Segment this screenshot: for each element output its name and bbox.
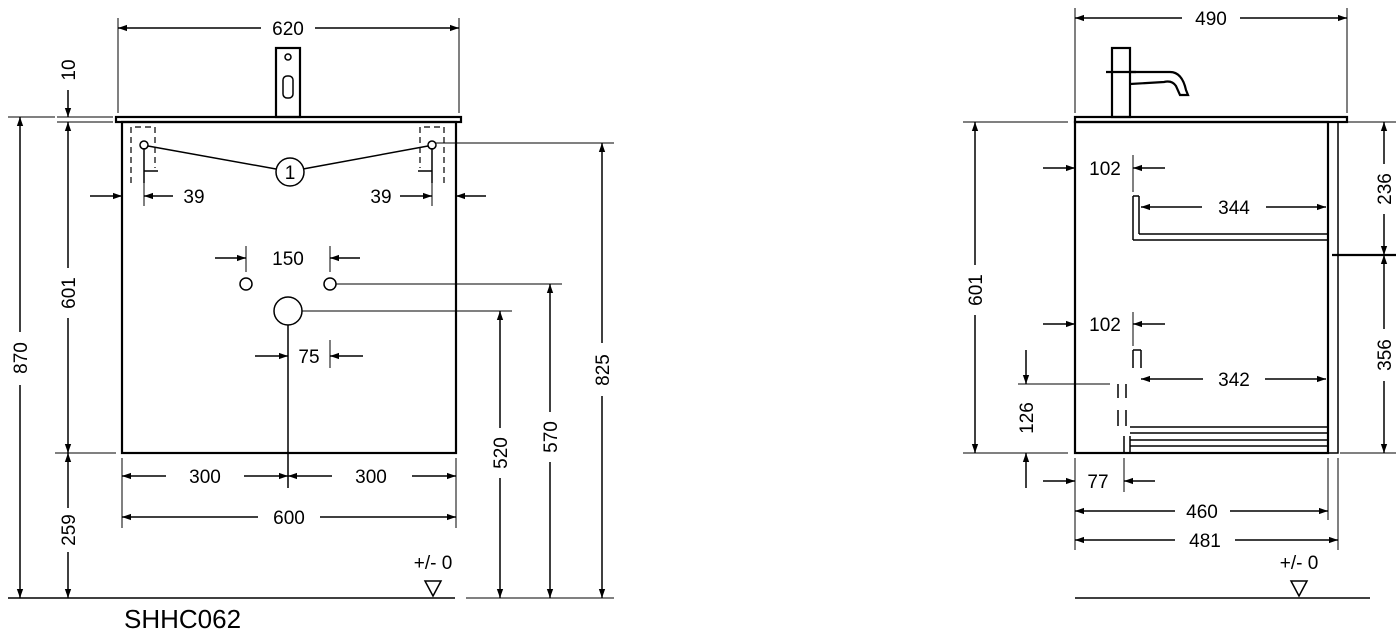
bracket-left-icon <box>130 126 158 183</box>
dim-top-thickness: 10 <box>59 59 80 80</box>
dim-body-depth: 460 <box>1186 502 1218 523</box>
dim-half-width-left: 300 <box>189 467 221 488</box>
callout-label: 1 <box>285 163 296 184</box>
dim-bracket-right: 39 <box>370 187 391 208</box>
side-front-panel <box>1327 121 1339 454</box>
dim-drain-height: 520 <box>491 437 512 469</box>
dim-drawer1-height: 236 <box>1375 173 1396 205</box>
faucet-front-icon <box>274 46 302 119</box>
tap-hole-right <box>323 277 337 291</box>
dim-bracket-height: 825 <box>593 354 614 386</box>
faucet-side-icon <box>1106 46 1190 119</box>
dim-plinth-height: 126 <box>1017 402 1038 434</box>
dim-drawer2-setback: 102 <box>1089 315 1121 336</box>
level-triangle-side-icon <box>1289 580 1309 598</box>
model-label: SHHC062 <box>124 604 241 632</box>
dim-cabinet-height: 601 <box>59 277 80 309</box>
dim-plinth-setback: 77 <box>1087 472 1108 493</box>
drawer1-outline <box>1132 195 1328 241</box>
dim-drain-offset: 75 <box>298 347 319 368</box>
side-view: 490 601 102 344 236 102 342 35 <box>963 8 1396 599</box>
dim-drawer1-setback: 102 <box>1089 159 1121 180</box>
dim-side-cabinet-height: 601 <box>966 274 987 306</box>
callout-bubble: 1 <box>147 145 429 187</box>
front-view: 1 620 10 870 601 259 <box>8 18 614 632</box>
dim-overall-depth: 490 <box>1195 9 1227 30</box>
dim-total-depth: 481 <box>1189 531 1221 552</box>
dim-drawer2-depth: 342 <box>1218 370 1250 391</box>
dim-tap-holes-spacing: 150 <box>272 249 304 270</box>
front-cabinet-body <box>120 120 458 455</box>
drawer2-outline <box>1117 349 1328 453</box>
drain-hole <box>273 296 303 326</box>
level-label-front: +/- 0 <box>414 553 453 574</box>
level-label-side: +/- 0 <box>1280 553 1319 574</box>
dim-tap-holes-height: 570 <box>541 421 562 453</box>
bracket-right-icon <box>418 126 445 183</box>
dim-total-height: 870 <box>11 342 32 374</box>
dim-half-width-right: 300 <box>355 467 387 488</box>
tap-hole-left <box>239 277 253 291</box>
dim-floor-clearance: 259 <box>59 514 80 546</box>
dim-cabinet-width: 600 <box>273 508 305 529</box>
dim-bracket-left: 39 <box>183 187 204 208</box>
dim-drawer2-height: 356 <box>1375 339 1396 371</box>
level-triangle-front-icon <box>423 580 443 598</box>
dim-drawer1-depth: 344 <box>1218 198 1250 219</box>
dim-overall-width: 620 <box>272 19 304 40</box>
